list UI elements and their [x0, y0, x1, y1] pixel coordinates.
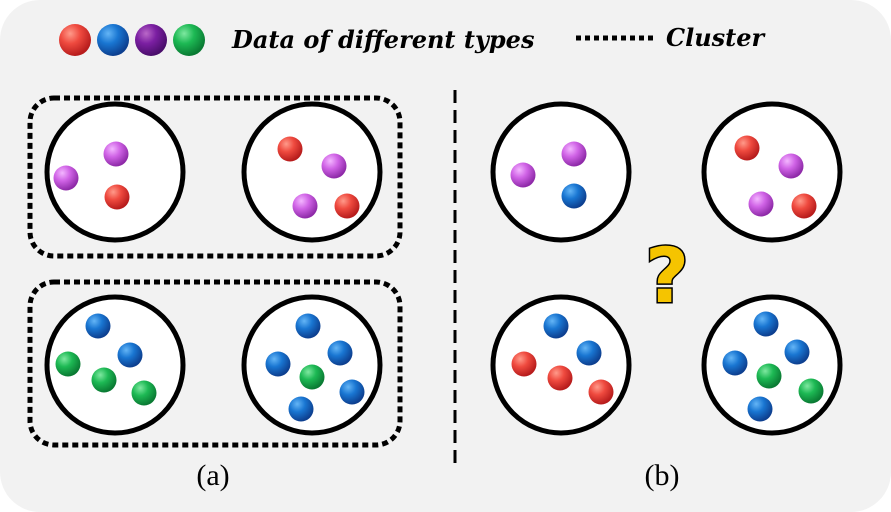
- data-point-green: [91, 367, 117, 393]
- data-circle-b-2: [701, 101, 843, 243]
- data-point-blue: [288, 396, 314, 422]
- data-point-blue: [753, 311, 779, 337]
- circle-outline: [490, 101, 632, 243]
- cluster-box-1: [27, 95, 403, 259]
- data-point-blue: [784, 339, 810, 365]
- data-point-violet: [510, 162, 536, 188]
- data-point-violet: [321, 153, 347, 179]
- data-circle-a-3: [44, 294, 186, 436]
- legend-data-label: Data of different types: [231, 25, 535, 54]
- panel-b-label: (b): [645, 459, 680, 492]
- data-point-blue: [576, 340, 602, 366]
- data-point-blue: [339, 379, 365, 405]
- data-point-red: [588, 379, 614, 405]
- legend-cluster-label: Cluster: [666, 23, 767, 52]
- data-circle-a-2: [241, 101, 383, 243]
- data-point-red: [104, 184, 130, 210]
- legend-dot-blue: [97, 24, 129, 56]
- data-point-violet: [103, 141, 129, 167]
- data-point-red: [277, 136, 303, 162]
- data-point-blue: [561, 183, 587, 209]
- data-point-blue: [722, 350, 748, 376]
- data-point-violet: [748, 191, 774, 217]
- data-circle-a-4: [241, 294, 383, 436]
- data-circle-b-4: [701, 294, 843, 436]
- legend-type-dots: [59, 24, 205, 56]
- data-point-blue: [747, 396, 773, 422]
- circle-outline: [44, 101, 186, 243]
- data-point-red: [791, 193, 817, 219]
- legend-dot-red: [59, 24, 91, 56]
- data-point-blue: [327, 340, 353, 366]
- circle-outline: [241, 101, 383, 243]
- data-point-green: [798, 378, 824, 404]
- data-point-green: [131, 380, 157, 406]
- data-circle-b-3: [490, 294, 632, 436]
- data-point-violet: [292, 193, 318, 219]
- data-point-green: [299, 364, 325, 390]
- data-point-violet: [561, 141, 587, 167]
- data-point-blue: [85, 313, 111, 339]
- question-mark: ?: [645, 231, 689, 320]
- data-point-violet: [53, 165, 79, 191]
- data-point-red: [734, 135, 760, 161]
- legend: Data of different types Cluster: [59, 23, 767, 56]
- data-point-blue: [543, 313, 569, 339]
- data-point-blue: [295, 313, 321, 339]
- data-circles: [44, 101, 843, 436]
- data-point-red: [547, 365, 573, 391]
- legend-dot-purple: [135, 24, 167, 56]
- cluster-box-2: [27, 279, 403, 448]
- data-point-green: [756, 363, 782, 389]
- legend-dot-green: [173, 24, 205, 56]
- data-circle-b-1: [490, 101, 632, 243]
- data-point-red: [334, 193, 360, 219]
- circle-outline: [701, 101, 843, 243]
- data-circle-a-1: [44, 101, 186, 243]
- data-point-blue: [117, 342, 143, 368]
- data-point-red: [511, 351, 537, 377]
- data-point-green: [55, 351, 81, 377]
- data-point-blue: [265, 351, 291, 377]
- data-point-violet: [778, 153, 804, 179]
- panel-a-label: (a): [196, 459, 229, 492]
